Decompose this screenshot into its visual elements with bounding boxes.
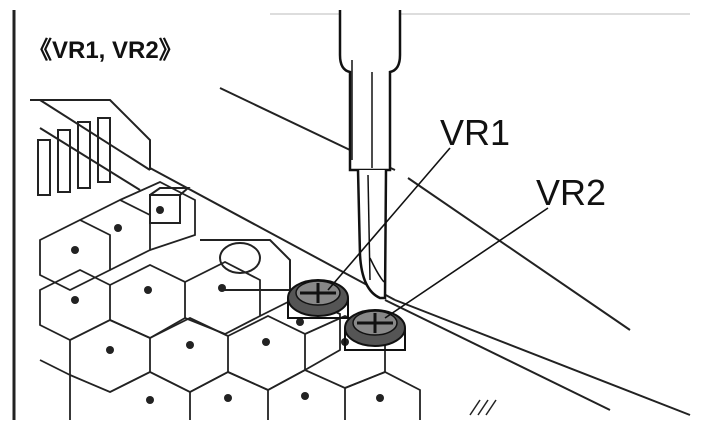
- screwdriver: [338, 10, 402, 300]
- leader-line-vr1: [327, 147, 451, 291]
- leader-line-vr2: [384, 207, 549, 319]
- unit-housing: [30, 87, 691, 416]
- terminal-block: [39, 181, 421, 420]
- potentiometer-vr2: [344, 309, 406, 351]
- label-vr2: VR2: [536, 172, 607, 213]
- figure-heading: 《VR1, VR2》: [28, 37, 183, 64]
- hatch-marks: [469, 399, 497, 416]
- potentiometer-vr1: [287, 279, 349, 319]
- terminal-screws: [71, 206, 384, 404]
- label-vr1: VR1: [440, 112, 511, 153]
